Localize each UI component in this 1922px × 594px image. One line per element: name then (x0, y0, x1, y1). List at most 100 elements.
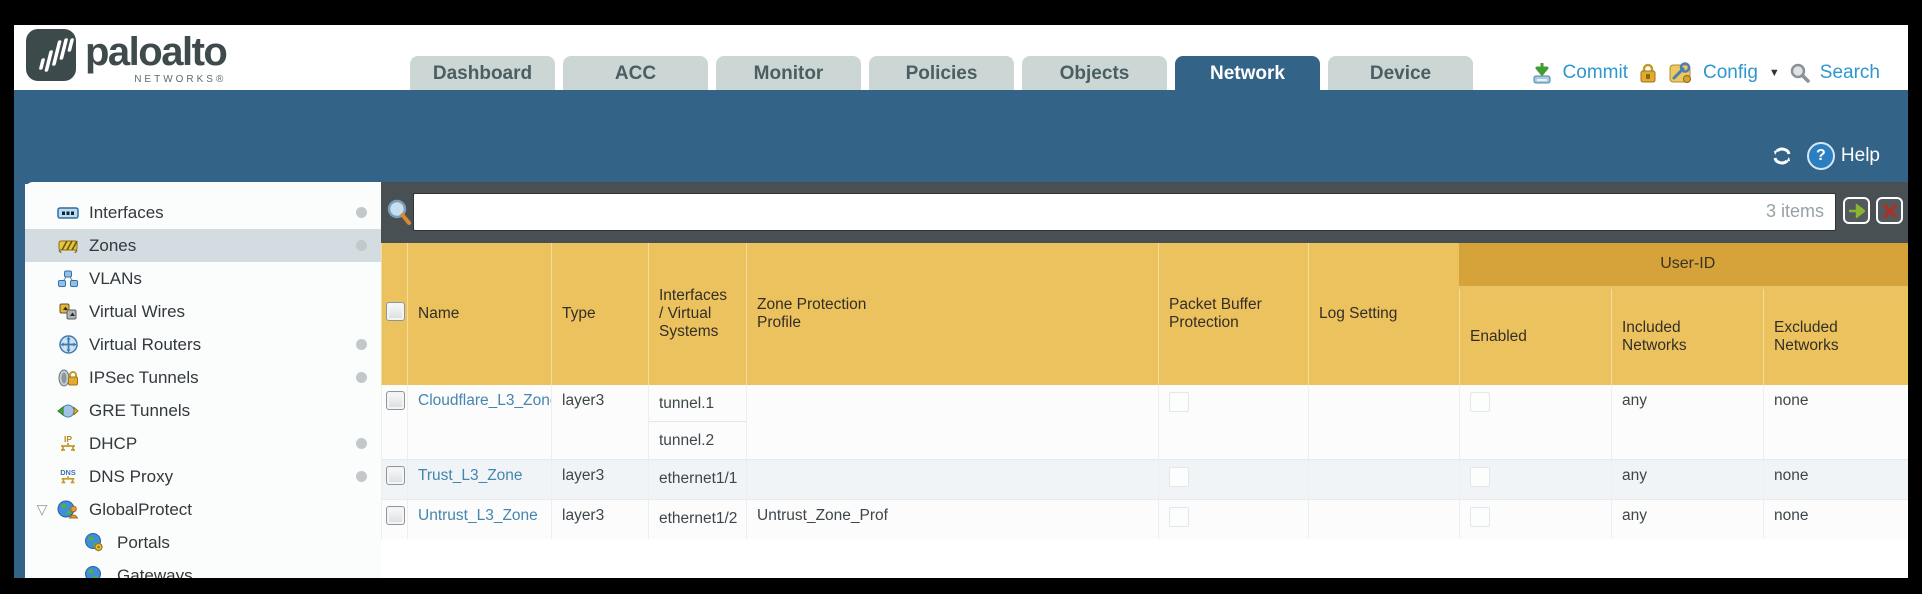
sidebar-item-label: DNS Proxy (89, 466, 174, 486)
column-header-zone-protection-profile[interactable]: Zone Protection Profile (746, 243, 1159, 385)
help-label[interactable]: Help (1840, 145, 1880, 166)
zones-table: Name Type Interfaces / Virtual Systems Z… (381, 243, 1908, 539)
included-networks: any (1611, 459, 1764, 500)
sidebar-item-interfaces[interactable]: Interfaces (25, 196, 381, 229)
brand-name: paloalto (85, 30, 228, 74)
sidebar-item-label: VLANs (89, 268, 142, 288)
column-header-excluded-networks[interactable]: Excluded Networks (1763, 287, 1908, 385)
column-header-interfaces[interactable]: Interfaces / Virtual Systems (648, 243, 747, 385)
virtual-wires-icon (57, 302, 79, 322)
row-checkbox[interactable] (386, 466, 405, 485)
sidebar-item-zones[interactable]: Zones (25, 229, 381, 262)
sidebar-item-ipsec-tunnels[interactable]: IPSec Tunnels (25, 361, 381, 394)
column-header-included-networks[interactable]: Included Networks (1611, 287, 1764, 385)
interfaces-icon (57, 203, 79, 223)
status-dot (356, 372, 367, 383)
log-setting (1308, 385, 1460, 460)
sidebar-item-label: Virtual Wires (89, 301, 186, 321)
gateways-icon (83, 566, 105, 578)
table-row: Cloudflare_L3_Zone layer3 tunnel.1 tunne… (381, 385, 1908, 460)
packet-buffer-checkbox (1169, 392, 1189, 412)
left-gutter (14, 90, 25, 578)
zone-type: layer3 (551, 499, 649, 539)
sidebar-item-label: Interfaces (89, 202, 164, 222)
column-header-name[interactable]: Name (407, 243, 552, 385)
commit-button[interactable]: Commit (1562, 62, 1628, 83)
expander-icon[interactable]: ▽ (36, 501, 48, 517)
row-checkbox[interactable] (386, 391, 405, 410)
column-header-enabled[interactable]: Enabled (1459, 287, 1612, 385)
clear-filter-button[interactable] (1876, 197, 1903, 224)
sidebar-item-dns-proxy[interactable]: DNS DNS Proxy (25, 460, 381, 493)
help-icon[interactable]: ? (1806, 142, 1835, 170)
sidebar-item-portals[interactable]: Portals (25, 526, 381, 559)
zone-name-link[interactable]: Untrust_L3_Zone (418, 507, 538, 524)
tab-device[interactable]: Device (1328, 56, 1473, 90)
apply-filter-button[interactable] (1843, 197, 1870, 224)
status-dot (356, 240, 367, 251)
included-networks: any (1611, 385, 1764, 460)
dns-proxy-icon: DNS (57, 467, 79, 487)
select-all-header (381, 243, 408, 385)
log-setting (1308, 499, 1460, 539)
paloalto-logo-icon (26, 29, 76, 81)
lock-icon (1640, 63, 1656, 83)
utility-links: Commit Config ▼ Search (1530, 57, 1880, 89)
zones-table-area: Name Type Interfaces / Virtual Systems Z… (381, 243, 1908, 578)
column-header-packet-buffer-protection[interactable]: Packet Buffer Protection (1158, 243, 1309, 385)
zone-protection-profile (746, 385, 1159, 460)
column-header-type[interactable]: Type (551, 243, 649, 385)
zone-name-link[interactable]: Trust_L3_Zone (418, 467, 523, 484)
refresh-icon[interactable] (1769, 144, 1795, 168)
zone-interfaces: ethernet1/1 (648, 459, 747, 500)
dhcp-icon: IP (57, 434, 79, 454)
log-setting (1308, 459, 1460, 500)
tab-network[interactable]: Network (1175, 56, 1320, 90)
zone-interfaces: tunnel.1 tunnel.2 (648, 385, 747, 460)
sidebar-item-dhcp[interactable]: IP DHCP (25, 427, 381, 460)
tab-acc[interactable]: ACC (563, 56, 708, 90)
zone-type: layer3 (551, 385, 649, 460)
zone-name-link[interactable]: Cloudflare_L3_Zone (418, 392, 552, 409)
user-id-group-header: User-ID (1459, 243, 1908, 289)
config-button[interactable]: Config (1702, 62, 1758, 83)
network-sidebar: Interfaces Zones VLANs Virtual Wires (25, 182, 381, 578)
user-id-enabled-checkbox (1470, 392, 1490, 412)
app-window: paloalto NETWORKS® Dashboard ACC Monitor… (14, 25, 1908, 578)
row-checkbox[interactable] (386, 506, 405, 525)
tab-objects[interactable]: Objects (1022, 56, 1167, 90)
config-caret-icon[interactable]: ▼ (1768, 67, 1780, 79)
vlans-icon (57, 269, 79, 289)
sidebar-item-label: GRE Tunnels (89, 400, 191, 420)
sidebar-item-globalprotect[interactable]: ▽ GlobalProtect (25, 493, 381, 526)
main-nav-tabs: Dashboard ACC Monitor Policies Objects N… (410, 56, 1473, 90)
sidebar-item-label: Portals (117, 532, 170, 552)
sidebar-item-vlans[interactable]: VLANs (25, 262, 381, 295)
user-id-enabled-checkbox (1470, 507, 1490, 527)
filter-toolbar: 3 items (381, 182, 1908, 243)
user-id-enabled-checkbox (1470, 467, 1490, 487)
column-header-log-setting[interactable]: Log Setting (1308, 243, 1460, 385)
tab-monitor[interactable]: Monitor (716, 56, 861, 90)
sidebar-item-virtual-wires[interactable]: Virtual Wires (25, 295, 381, 328)
brand-subtitle: NETWORKS® (134, 74, 227, 85)
sidebar-item-gateways[interactable]: Gateways (25, 559, 381, 578)
paloalto-logo: paloalto NETWORKS® (25, 28, 228, 88)
interface-entry: tunnel.1 (649, 385, 746, 422)
band-utilities: ? Help (1769, 140, 1880, 172)
sidebar-item-label: IPSec Tunnels (89, 367, 199, 387)
config-icon (1669, 62, 1691, 83)
filter-input[interactable] (413, 193, 1836, 231)
select-all-checkbox[interactable] (386, 302, 405, 321)
sidebar-item-label: Zones (89, 235, 137, 255)
sidebar-item-label: DHCP (89, 433, 138, 453)
sidebar-item-gre-tunnels[interactable]: GRE Tunnels (25, 394, 381, 427)
interface-entry: ethernet1/1 (659, 470, 738, 487)
search-icon (1790, 63, 1810, 83)
sidebar-item-virtual-routers[interactable]: Virtual Routers (25, 328, 381, 361)
search-button[interactable]: Search (1819, 62, 1880, 83)
excluded-networks: none (1763, 499, 1908, 539)
tab-policies[interactable]: Policies (869, 56, 1014, 90)
tab-dashboard[interactable]: Dashboard (410, 56, 555, 90)
svg-text:DNS: DNS (60, 468, 76, 477)
